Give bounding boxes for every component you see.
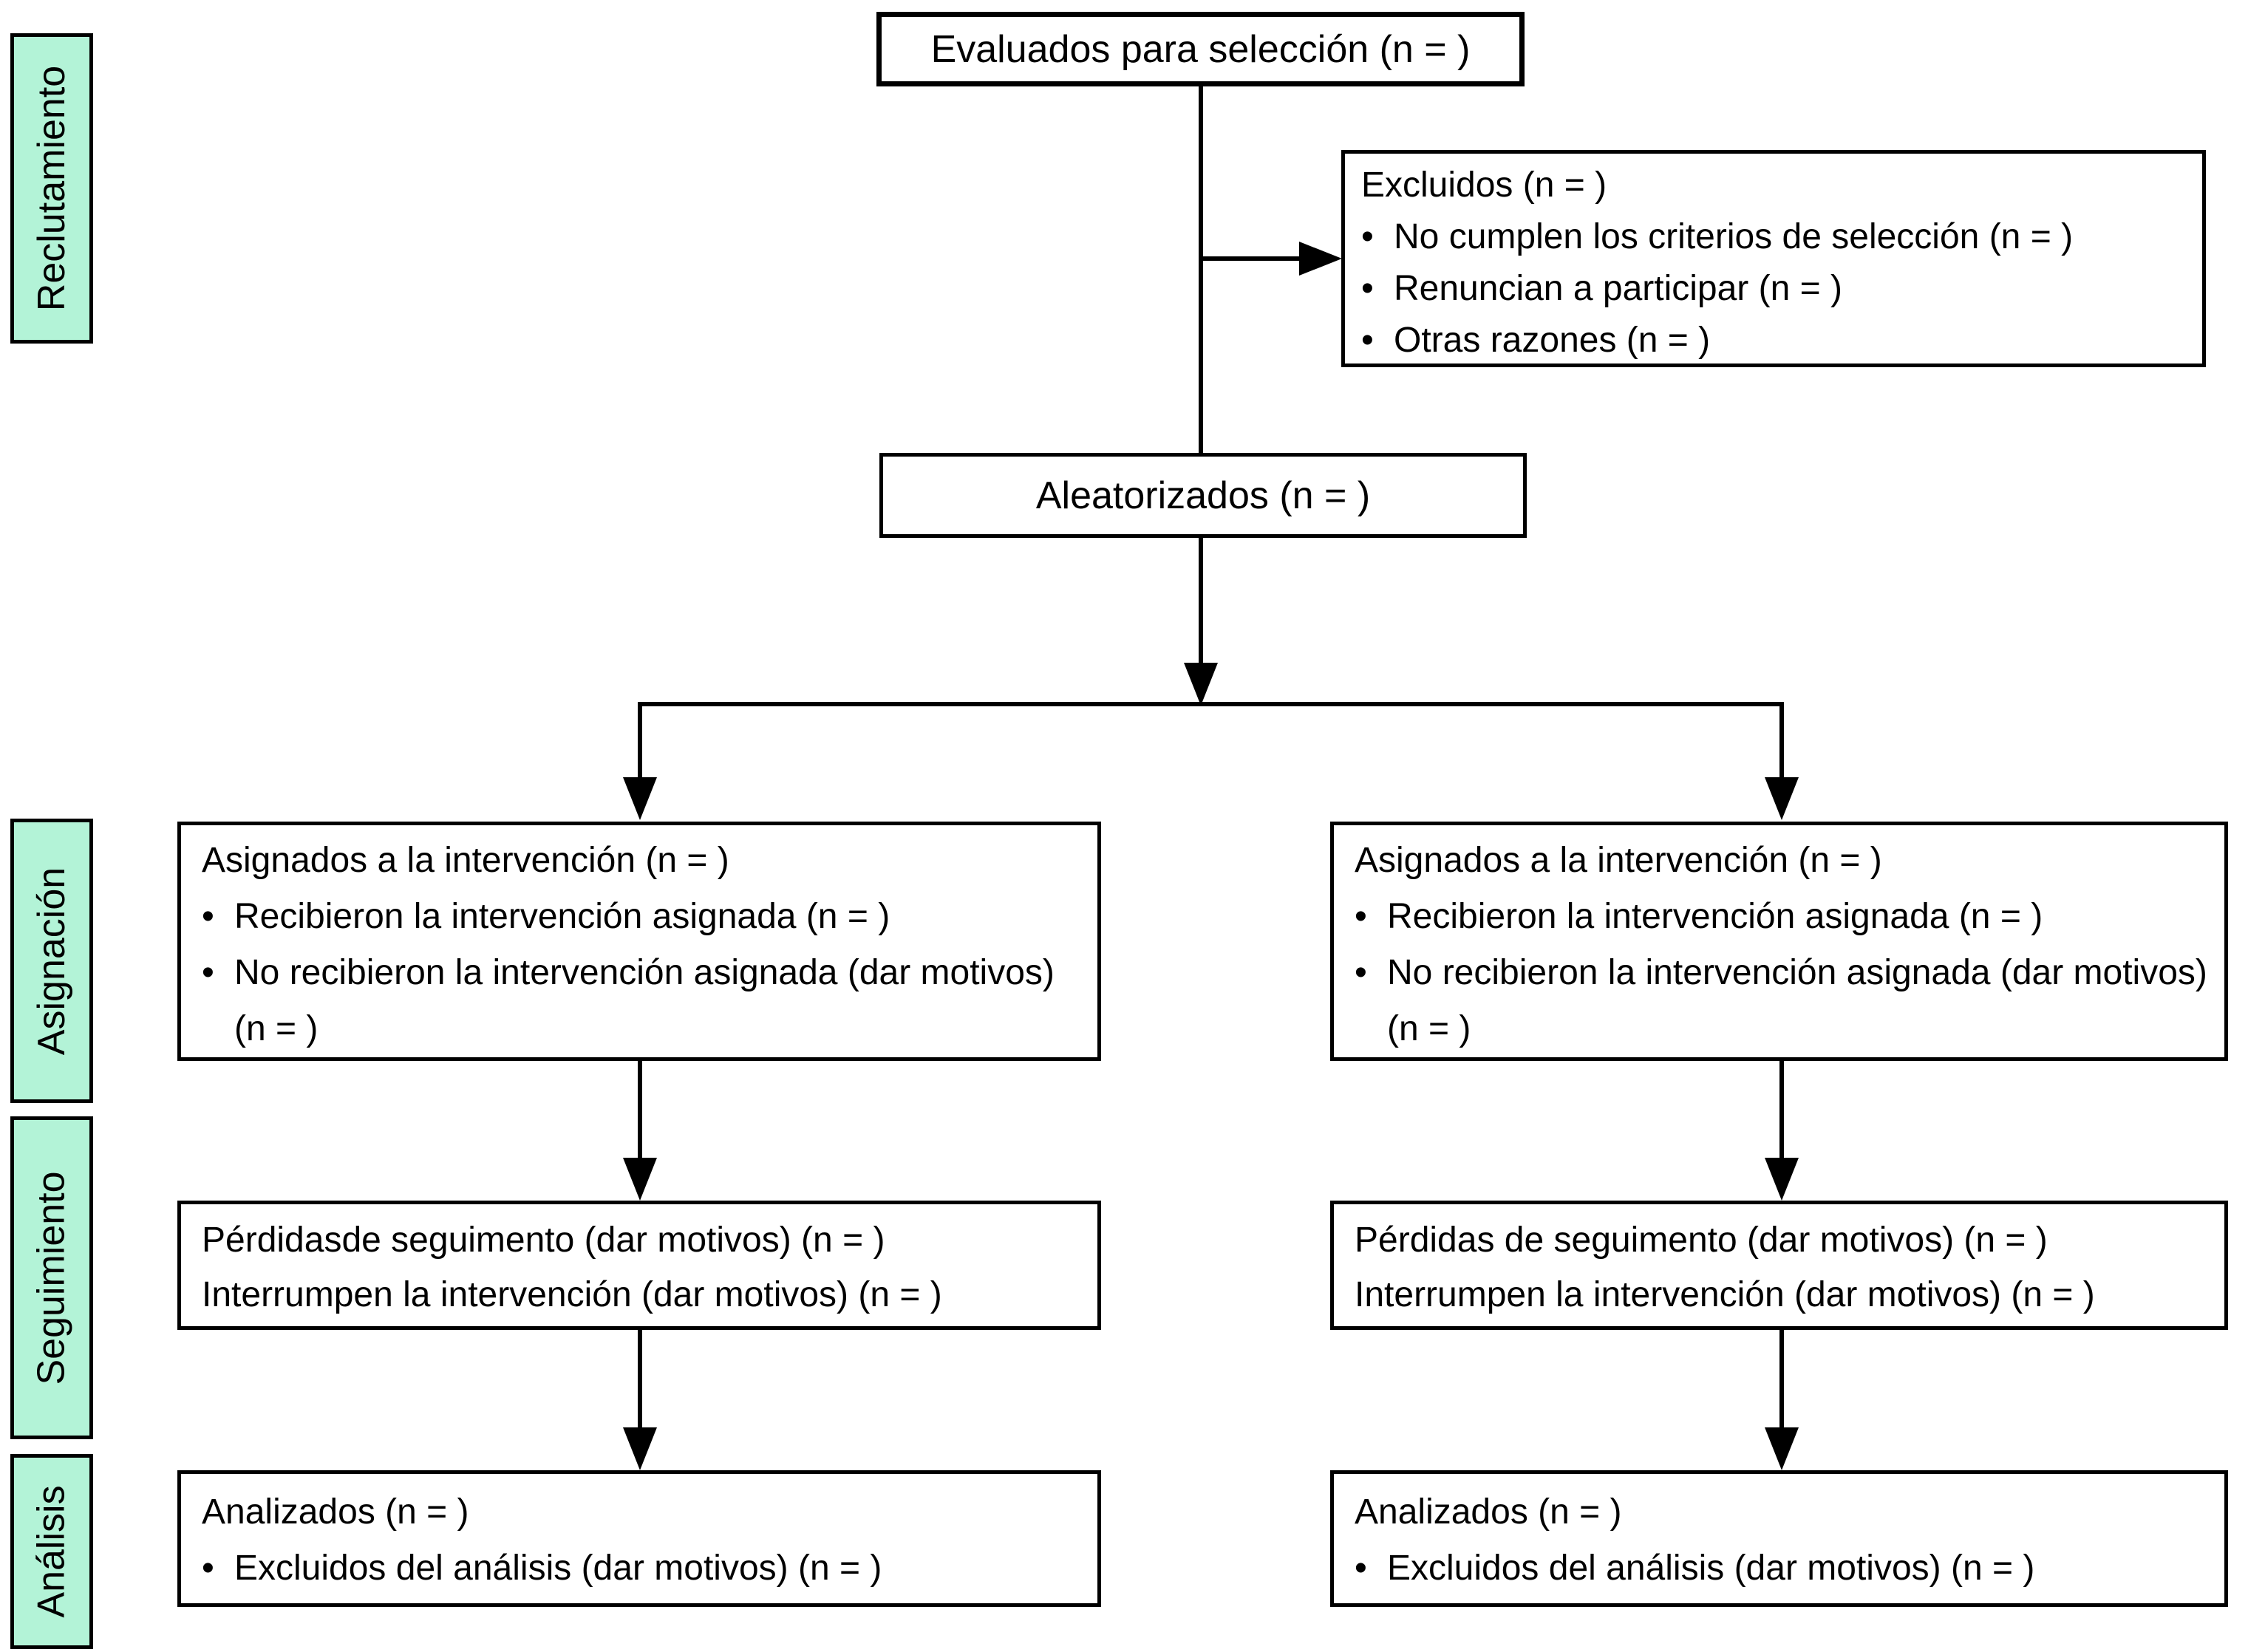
- stage-label-asignacion: Asignación: [10, 819, 93, 1103]
- connector-evaluados-aleatorizados: [1199, 85, 1203, 454]
- box-excluidos-bullets: • No cumplen los criterios de selección (…: [1361, 211, 2192, 366]
- box-asignacion-izquierda: Asignados a la intervención (n = ) • Reci…: [177, 822, 1101, 1061]
- bullet-glyph: •: [202, 897, 214, 936]
- bullet-text: Renuncian a participar (n = ): [1394, 269, 1842, 308]
- box-asignacion-izquierda-bullets: • Recibieron la intervención asignada (n …: [202, 889, 1084, 1057]
- bullet-glyph: •: [202, 1549, 214, 1588]
- bullet-item: • Recibieron la intervención asignada (n …: [202, 889, 1084, 945]
- bullet-item: • Otras razones (n = ): [1361, 315, 2192, 366]
- bullet-glyph: •: [202, 953, 214, 992]
- box-asignacion-izquierda-title: Asignados a la intervención (n = ): [202, 841, 729, 880]
- connector-drop-right: [1779, 702, 1784, 777]
- connector-branch-excluidos: [1199, 256, 1304, 261]
- arrowhead-into-analizados-izquierda: [623, 1427, 657, 1470]
- bullet-glyph: •: [1361, 217, 1374, 256]
- connector-seguimiento-analizados-derecha: [1779, 1330, 1784, 1427]
- bullet-text: Recibieron la intervención asignada (n =…: [234, 897, 890, 936]
- arrowhead-into-analizados-derecha: [1765, 1427, 1799, 1470]
- connector-asignacion-seguimiento-derecha: [1779, 1061, 1784, 1158]
- bullet-glyph: •: [1361, 321, 1374, 360]
- bullet-text: Excluidos del análisis (dar motivos) (n …: [1387, 1549, 2035, 1588]
- box-analizados-derecha-bullets: • Excluidos del análisis (dar motivos) (n…: [1355, 1540, 2211, 1597]
- box-analizados-izquierda-title: Analizados (n = ): [202, 1492, 469, 1532]
- box-excluidos-title: Excluidos (n = ): [1361, 165, 1607, 205]
- stage-label-text: Reclutamiento: [30, 65, 74, 312]
- box-seguimiento-derecha: Pérdidas de seguimento (dar motivos) (n …: [1330, 1201, 2228, 1330]
- box-asignacion-derecha-bullets: • Recibieron la intervención asignada (n …: [1355, 889, 2211, 1057]
- box-analizados-izquierda: Analizados (n = ) • Excluidos del análisi…: [177, 1470, 1101, 1607]
- stage-label-text: Análisis: [30, 1485, 73, 1618]
- arrowhead-onto-split: [1184, 663, 1218, 706]
- bullet-glyph: •: [1355, 1549, 1367, 1588]
- bullet-glyph: •: [1355, 897, 1367, 936]
- connector-aleatorizados-split: [1199, 538, 1203, 663]
- text-line: Pérdidas de seguimento (dar motivos) (n …: [1355, 1221, 2048, 1260]
- bullet-text: No recibieron la intervención asignada (…: [234, 953, 1055, 1048]
- stage-label-reclutamiento: Reclutamiento: [10, 33, 93, 344]
- bullet-item: • No recibieron la intervención asignada …: [1355, 945, 2211, 1057]
- box-seguimiento-izquierda: Pérdidasde seguimento (dar motivos) (n =…: [177, 1201, 1101, 1330]
- box-evaluados: Evaluados para selección (n = ): [876, 12, 1525, 86]
- connector-asignacion-seguimiento-izquierda: [638, 1061, 642, 1158]
- box-aleatorizados: Aleatorizados (n = ): [879, 453, 1527, 538]
- box-evaluados-title: Evaluados para selección (n = ): [930, 27, 1471, 71]
- text-line: Interrumpen la intervención (dar motivos…: [202, 1275, 942, 1314]
- box-aleatorizados-title: Aleatorizados (n = ): [1035, 474, 1371, 517]
- text-line: Interrumpen la intervención (dar motivos…: [1355, 1275, 2095, 1314]
- bullet-glyph: •: [1355, 953, 1367, 992]
- arrowhead-into-seguimiento-derecha: [1765, 1158, 1799, 1201]
- box-seguimiento-izquierda-lines: Pérdidasde seguimento (dar motivos) (n =…: [202, 1213, 1084, 1322]
- bullet-text: Excluidos del análisis (dar motivos) (n …: [234, 1549, 882, 1588]
- bullet-item: • Excluidos del análisis (dar motivos) (n…: [202, 1540, 1084, 1597]
- arrowhead-into-seguimiento-izquierda: [623, 1158, 657, 1201]
- arrowhead-into-asignacion-derecha: [1765, 777, 1799, 820]
- arrowhead-into-excluidos: [1299, 242, 1342, 276]
- bullet-text: Otras razones (n = ): [1394, 321, 1711, 360]
- box-excluidos: Excluidos (n = ) • No cumplen los criteri…: [1341, 150, 2206, 367]
- bullet-text: No recibieron la intervención asignada (…: [1387, 953, 2207, 1048]
- bullet-item: • Renuncian a participar (n = ): [1361, 263, 2192, 315]
- text-line: Pérdidasde seguimento (dar motivos) (n =…: [202, 1221, 885, 1260]
- stage-label-seguimiento: Seguimiento: [10, 1116, 93, 1439]
- box-asignacion-derecha: Asignados a la intervención (n = ) • Reci…: [1330, 822, 2228, 1061]
- box-seguimiento-derecha-lines: Pérdidas de seguimento (dar motivos) (n …: [1355, 1213, 2211, 1322]
- box-asignacion-derecha-title: Asignados a la intervención (n = ): [1355, 841, 1882, 880]
- stage-label-text: Asignación: [30, 867, 74, 1055]
- bullet-item: • Recibieron la intervención asignada (n …: [1355, 889, 2211, 945]
- bullet-text: No cumplen los criterios de selección (n…: [1394, 217, 2074, 256]
- arrowhead-into-asignacion-izquierda: [623, 777, 657, 820]
- stage-label-analisis: Análisis: [10, 1454, 93, 1649]
- box-analizados-derecha-title: Analizados (n = ): [1355, 1492, 1622, 1532]
- box-analizados-derecha: Analizados (n = ) • Excluidos del análisi…: [1330, 1470, 2228, 1607]
- bullet-item: • No cumplen los criterios de selección (…: [1361, 211, 2192, 263]
- bullet-glyph: •: [1361, 269, 1374, 308]
- connector-split-horizontal: [638, 702, 1784, 706]
- stage-label-text: Seguimiento: [30, 1170, 74, 1385]
- bullet-text: Recibieron la intervención asignada (n =…: [1387, 897, 2043, 936]
- connector-drop-left: [638, 702, 642, 777]
- bullet-item: • Excluidos del análisis (dar motivos) (n…: [1355, 1540, 2211, 1597]
- connector-seguimiento-analizados-izquierda: [638, 1330, 642, 1427]
- bullet-item: • No recibieron la intervención asignada …: [202, 945, 1084, 1057]
- box-analizados-izquierda-bullets: • Excluidos del análisis (dar motivos) (n…: [202, 1540, 1084, 1597]
